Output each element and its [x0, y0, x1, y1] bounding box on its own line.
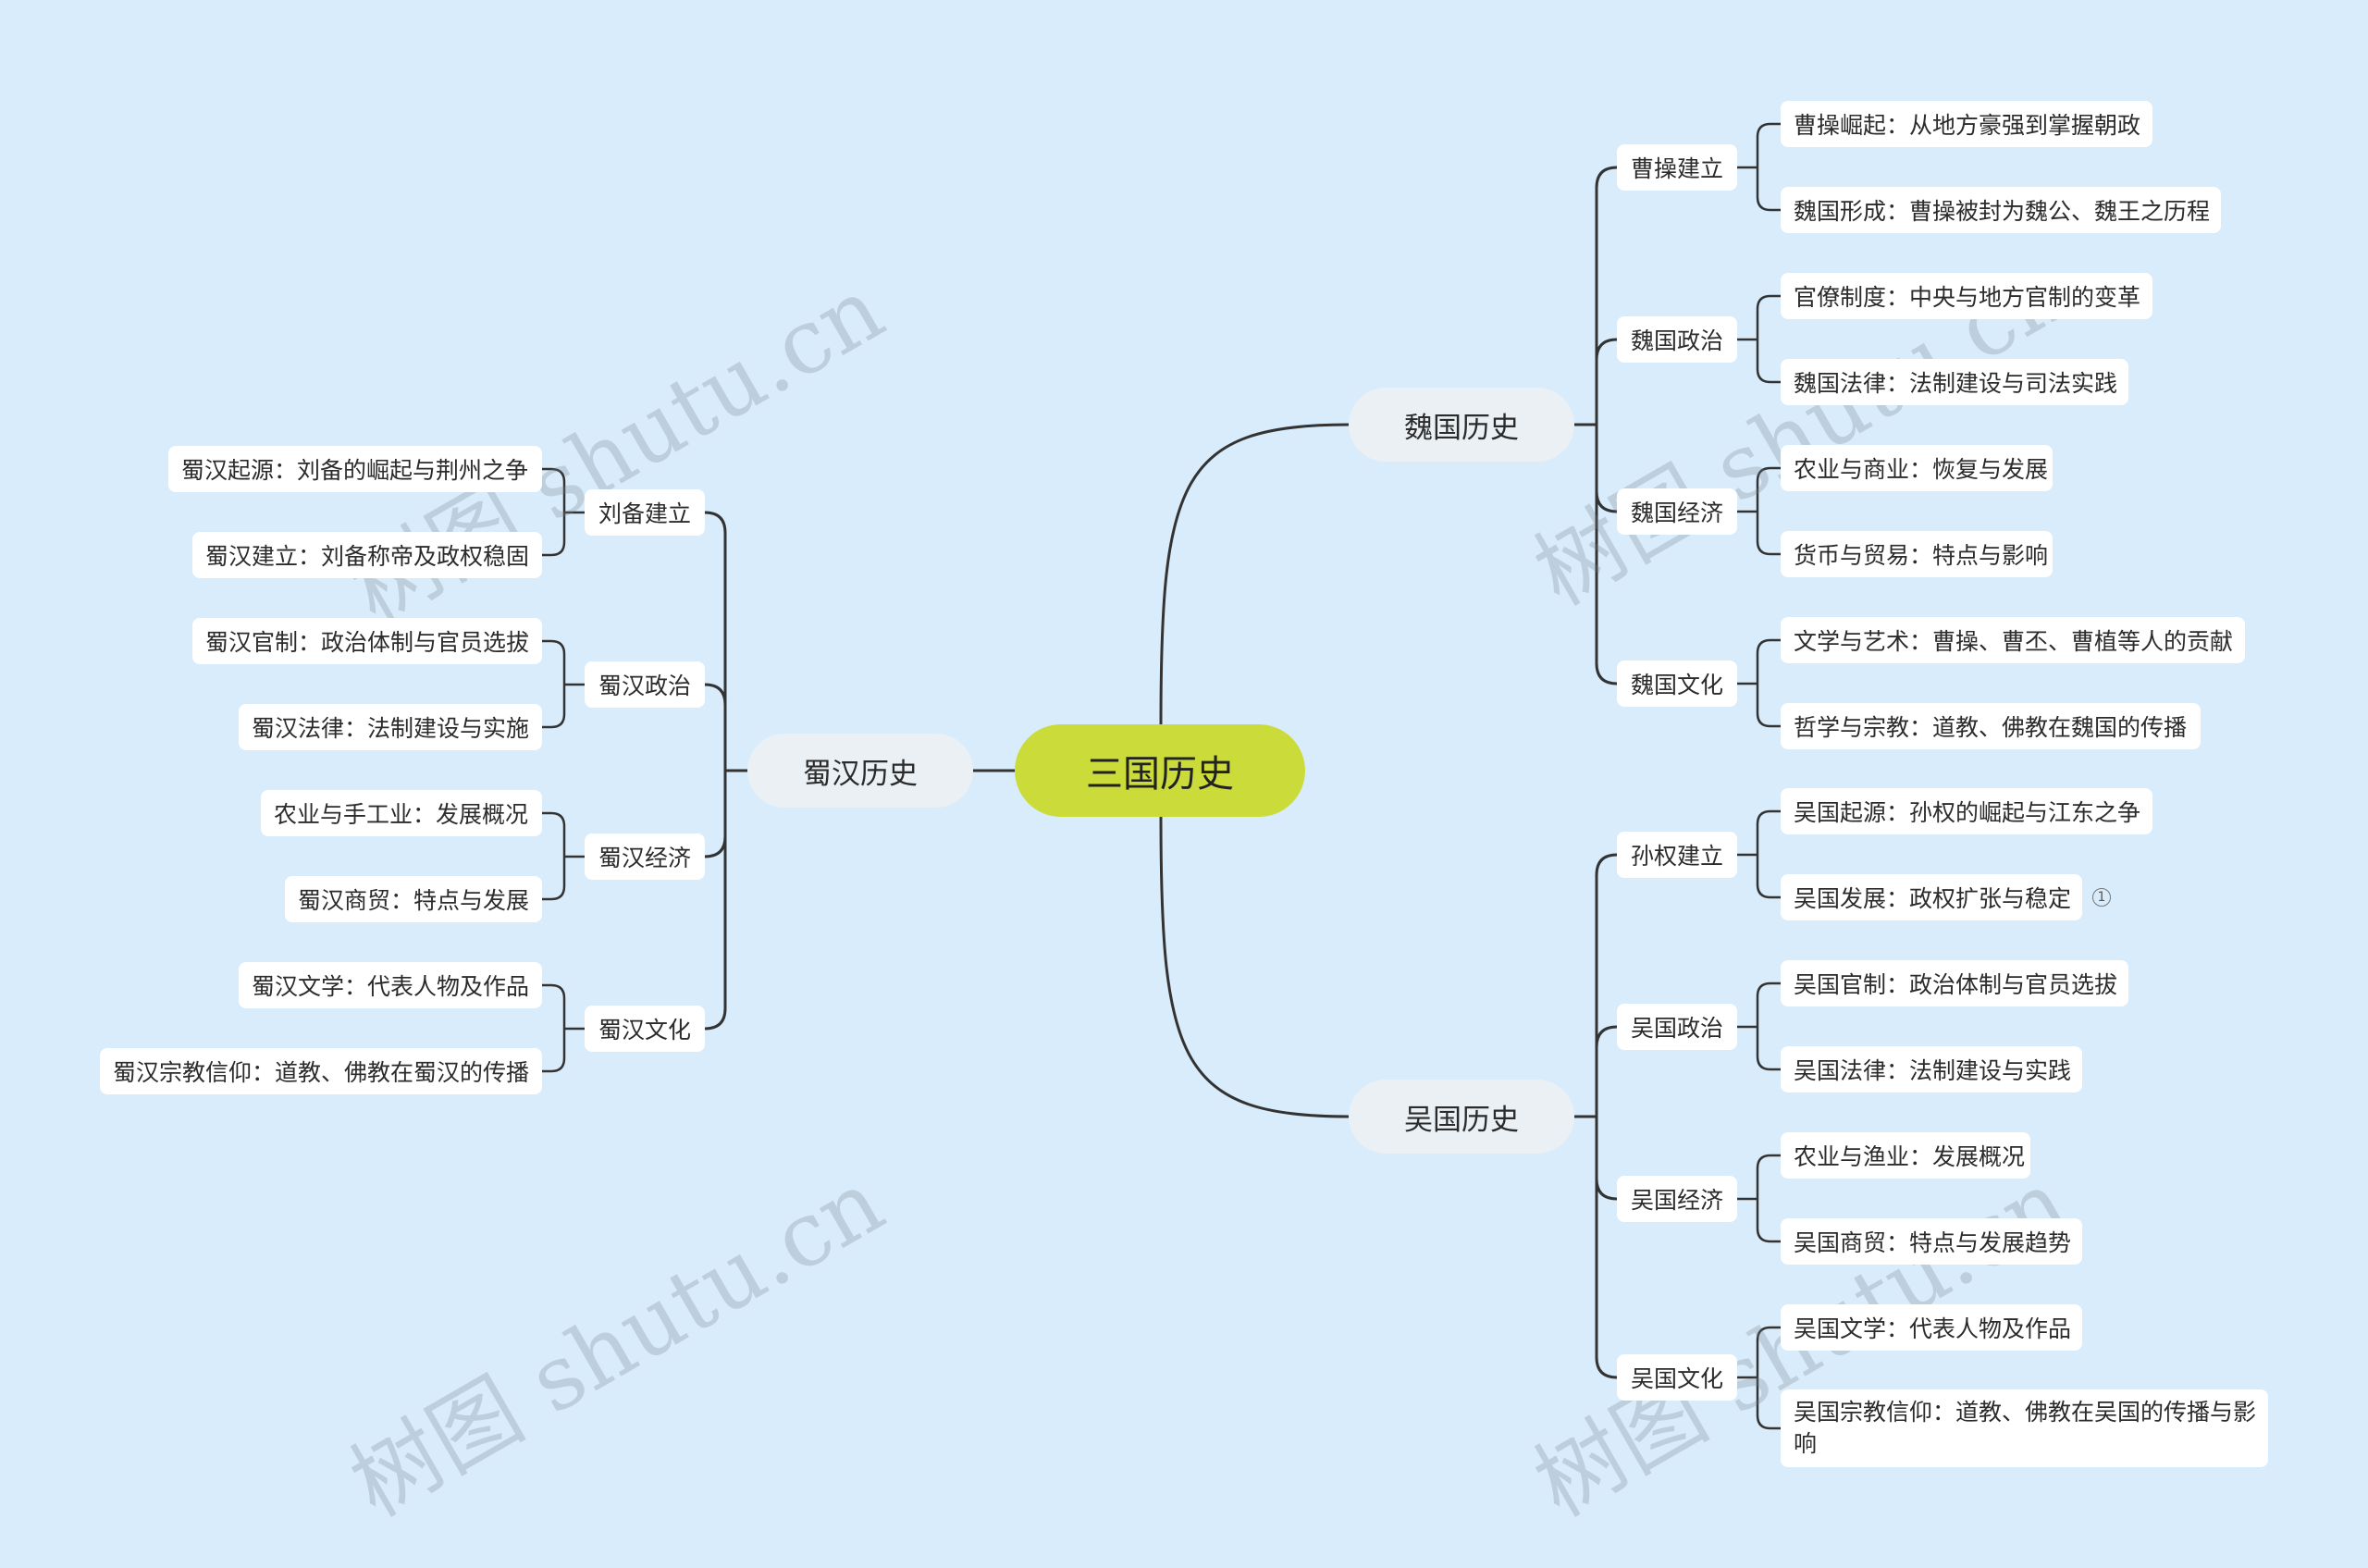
leaf-wei-2[interactable]: 魏国形成：曹操被封为魏公、魏王之历程 [1781, 187, 2221, 233]
sub-wei-culture[interactable]: 魏国文化 [1617, 661, 1737, 707]
root-topic[interactable]: 三国历史 [1015, 724, 1305, 817]
connector-line [1595, 1025, 1618, 1117]
branch-shu[interactable]: 蜀汉历史 [747, 734, 973, 808]
connector-line [1756, 1027, 1781, 1071]
connector-line [1595, 425, 1618, 685]
sub-wei-economy[interactable]: 魏国经济 [1617, 488, 1737, 535]
connector-line [1756, 340, 1781, 384]
leaf-wei-3[interactable]: 官僚制度：中央与地方官制的变革 [1781, 273, 2152, 319]
sub-wei-politics[interactable]: 魏国政治 [1617, 316, 1737, 363]
connector-line [1595, 425, 1618, 513]
leaf-wei-1[interactable]: 曹操崛起：从地方豪强到掌握朝政 [1781, 101, 2152, 147]
leaf-shu-1[interactable]: 蜀汉起源：刘备的崛起与荆州之争 [168, 446, 542, 492]
sub-wu-economy[interactable]: 吴国经济 [1617, 1176, 1737, 1222]
leaf-shu-5[interactable]: 农业与手工业：发展概况 [261, 790, 542, 836]
connector-line [704, 771, 727, 858]
connector-line [1159, 423, 1350, 725]
connector-line [542, 639, 566, 685]
connector-line [704, 683, 727, 771]
connector-line [1756, 167, 1781, 212]
connector-line [1595, 853, 1618, 1117]
leaf-shu-6[interactable]: 蜀汉商贸：特点与发展 [285, 876, 542, 922]
note-badge-icon[interactable]: 1 [2092, 888, 2111, 907]
leaf-wei-6[interactable]: 货币与贸易：特点与影响 [1781, 531, 2053, 577]
connector-line [1756, 122, 1781, 167]
leaf-wu-2[interactable]: 吴国发展：政权扩张与稳定 [1781, 874, 2082, 920]
leaf-shu-8[interactable]: 蜀汉宗教信仰：道教、佛教在蜀汉的传播 [100, 1048, 542, 1094]
connector-line [1756, 1326, 1781, 1377]
sub-shu-economy[interactable]: 蜀汉经济 [585, 833, 705, 880]
sub-shu-founding[interactable]: 刘备建立 [585, 489, 705, 536]
leaf-shu-4[interactable]: 蜀汉法律：法制建设与实施 [239, 704, 542, 750]
connector-line [1595, 166, 1618, 425]
leaf-shu-7[interactable]: 蜀汉文学：代表人物及作品 [239, 962, 542, 1008]
connector-line [1756, 684, 1781, 728]
sub-wei-founding[interactable]: 曹操建立 [1617, 144, 1737, 191]
connector-line [1595, 1117, 1618, 1379]
leaf-wei-7[interactable]: 文学与艺术：曹操、曹丕、曹植等人的贡献 [1781, 617, 2245, 663]
sub-shu-politics[interactable]: 蜀汉政治 [585, 661, 705, 708]
connector-line [1756, 1377, 1781, 1430]
leaf-wu-8[interactable]: 吴国宗教信仰：道教、佛教在吴国的传播与影响 [1781, 1389, 2268, 1467]
leaf-shu-2[interactable]: 蜀汉建立：刘备称帝及政权稳固 [192, 532, 542, 578]
leaf-wu-3[interactable]: 吴国官制：政治体制与官员选拔 [1781, 960, 2128, 1006]
leaf-wu-7[interactable]: 吴国文学：代表人物及作品 [1781, 1304, 2082, 1351]
connector-line [1756, 1154, 1781, 1199]
connector-line [542, 685, 566, 729]
connector-line [542, 811, 566, 857]
leaf-wei-5[interactable]: 农业与商业：恢复与发展 [1781, 445, 2053, 491]
connector-line [1595, 338, 1618, 425]
leaf-wu-5[interactable]: 农业与渔业：发展概况 [1781, 1132, 2030, 1179]
connector-line [542, 467, 566, 512]
connector-line [1159, 816, 1350, 1118]
connector-line [704, 771, 727, 1031]
sub-shu-culture[interactable]: 蜀汉文化 [585, 1006, 705, 1052]
connector-line [542, 983, 566, 1029]
branch-wei[interactable]: 魏国历史 [1349, 388, 1574, 462]
connector-line [1756, 855, 1781, 899]
sub-wu-founding[interactable]: 孙权建立 [1617, 832, 1737, 878]
connector-line [1756, 638, 1781, 684]
connector-line [704, 511, 727, 771]
connector-line [1756, 982, 1781, 1027]
sub-wu-culture[interactable]: 吴国文化 [1617, 1354, 1737, 1401]
connector-line [1756, 294, 1781, 340]
leaf-wei-8[interactable]: 哲学与宗教：道教、佛教在魏国的传播 [1781, 703, 2201, 749]
leaf-wu-1[interactable]: 吴国起源：孙权的崛起与江东之争 [1781, 788, 2152, 834]
sub-wu-politics[interactable]: 吴国政治 [1617, 1004, 1737, 1050]
connector-line [1756, 1199, 1781, 1243]
connector-line [1756, 466, 1781, 512]
connector-line [542, 857, 566, 901]
leaf-wu-6[interactable]: 吴国商贸：特点与发展趋势 [1781, 1218, 2082, 1265]
connector-line [1756, 809, 1781, 855]
connector-line [542, 512, 566, 557]
connector-line [1756, 512, 1781, 556]
leaf-shu-3[interactable]: 蜀汉官制：政治体制与官员选拔 [192, 618, 542, 664]
connector-line [542, 1029, 566, 1073]
leaf-wu-4[interactable]: 吴国法律：法制建设与实践 [1781, 1046, 2082, 1093]
leaf-wei-4[interactable]: 魏国法律：法制建设与司法实践 [1781, 359, 2128, 405]
branch-wu[interactable]: 吴国历史 [1349, 1080, 1574, 1154]
connector-line [1595, 1117, 1618, 1201]
